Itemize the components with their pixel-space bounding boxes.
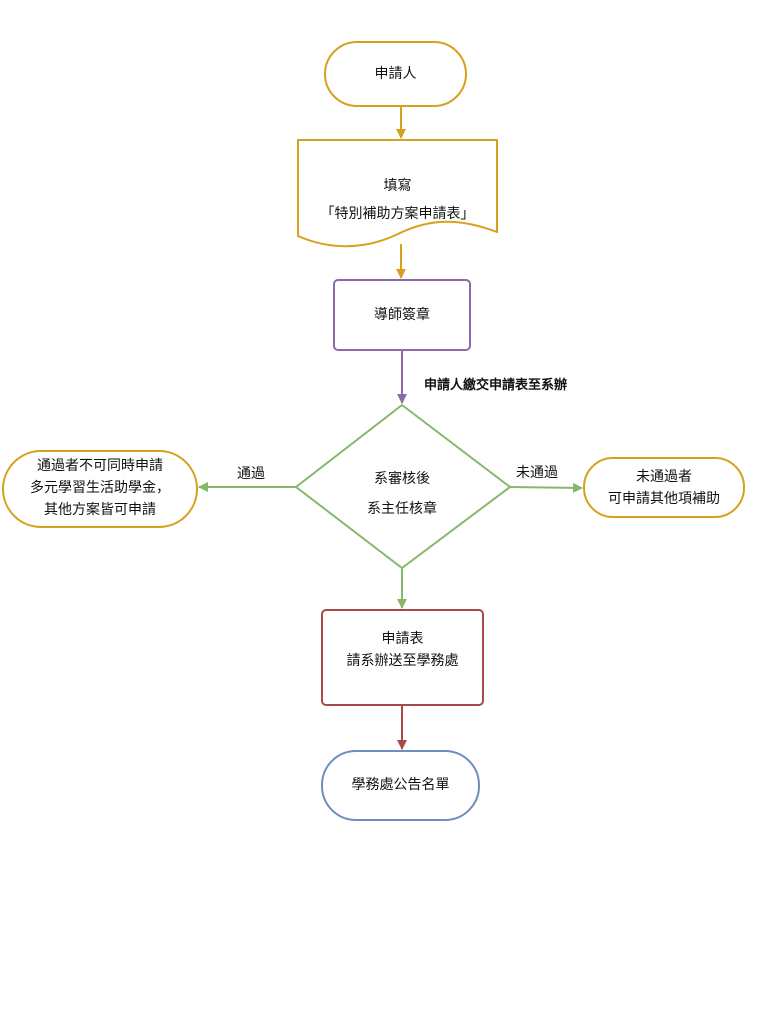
pass-result-line-2: 多元學習生活助學金， <box>30 480 170 496</box>
dept-review-line-2: 系主任核章 <box>367 501 437 517</box>
fail-result-line-1: 未通過者 <box>636 469 692 485</box>
tutor-seal-text: 導師簽章 <box>374 307 430 323</box>
announce-label: 學務處公告名單 <box>322 774 479 796</box>
fail-result-terminator <box>583 457 745 518</box>
forward-form-line-1: 申請表 <box>381 631 424 647</box>
announce-text: 學務處公告名單 <box>351 777 450 793</box>
pass-result-line-1: 通過者不可同時申請 <box>37 458 163 474</box>
applicant-text: 申請人 <box>374 66 417 82</box>
fill-form-line-2: 「特別補助方案申請表」 <box>320 206 475 222</box>
fill-form-label: 填寫 「特別補助方案申請表」 <box>298 172 497 228</box>
dept-review-label: 系審核後 系主任核章 <box>320 464 484 524</box>
dept-review-line-1: 系審核後 <box>374 471 430 487</box>
pass-result-terminator <box>2 450 198 528</box>
form-document-shape <box>297 139 498 248</box>
arrow-review-to-fail <box>509 482 583 493</box>
fail-result-line-2: 可申請其他項補助 <box>608 491 720 507</box>
pass-result-label: 通過者不可同時申請 多元學習生活助學金， 其他方案皆可申請 <box>3 455 197 521</box>
fail-result-label: 未通過者 可申請其他項補助 <box>584 466 744 510</box>
forward-form-label: 申請表 請系辦送至學務處 <box>322 628 483 672</box>
tutor-seal-label: 導師簽章 <box>334 304 470 326</box>
start-terminator-shape <box>324 41 467 107</box>
applicant-label: 申請人 <box>325 63 466 85</box>
end-terminator-shape <box>321 750 480 821</box>
fill-form-line-1: 填寫 <box>383 178 412 194</box>
pass-result-line-3: 其他方案皆可申請 <box>44 502 156 518</box>
pass-edge-label: 通過 <box>237 466 265 482</box>
forward-form-line-2: 請系辦送至學務處 <box>346 653 459 669</box>
submit-edge-label: 申請人繳交申請表至系辦 <box>424 378 568 393</box>
fail-edge-label: 未通過 <box>516 465 558 481</box>
